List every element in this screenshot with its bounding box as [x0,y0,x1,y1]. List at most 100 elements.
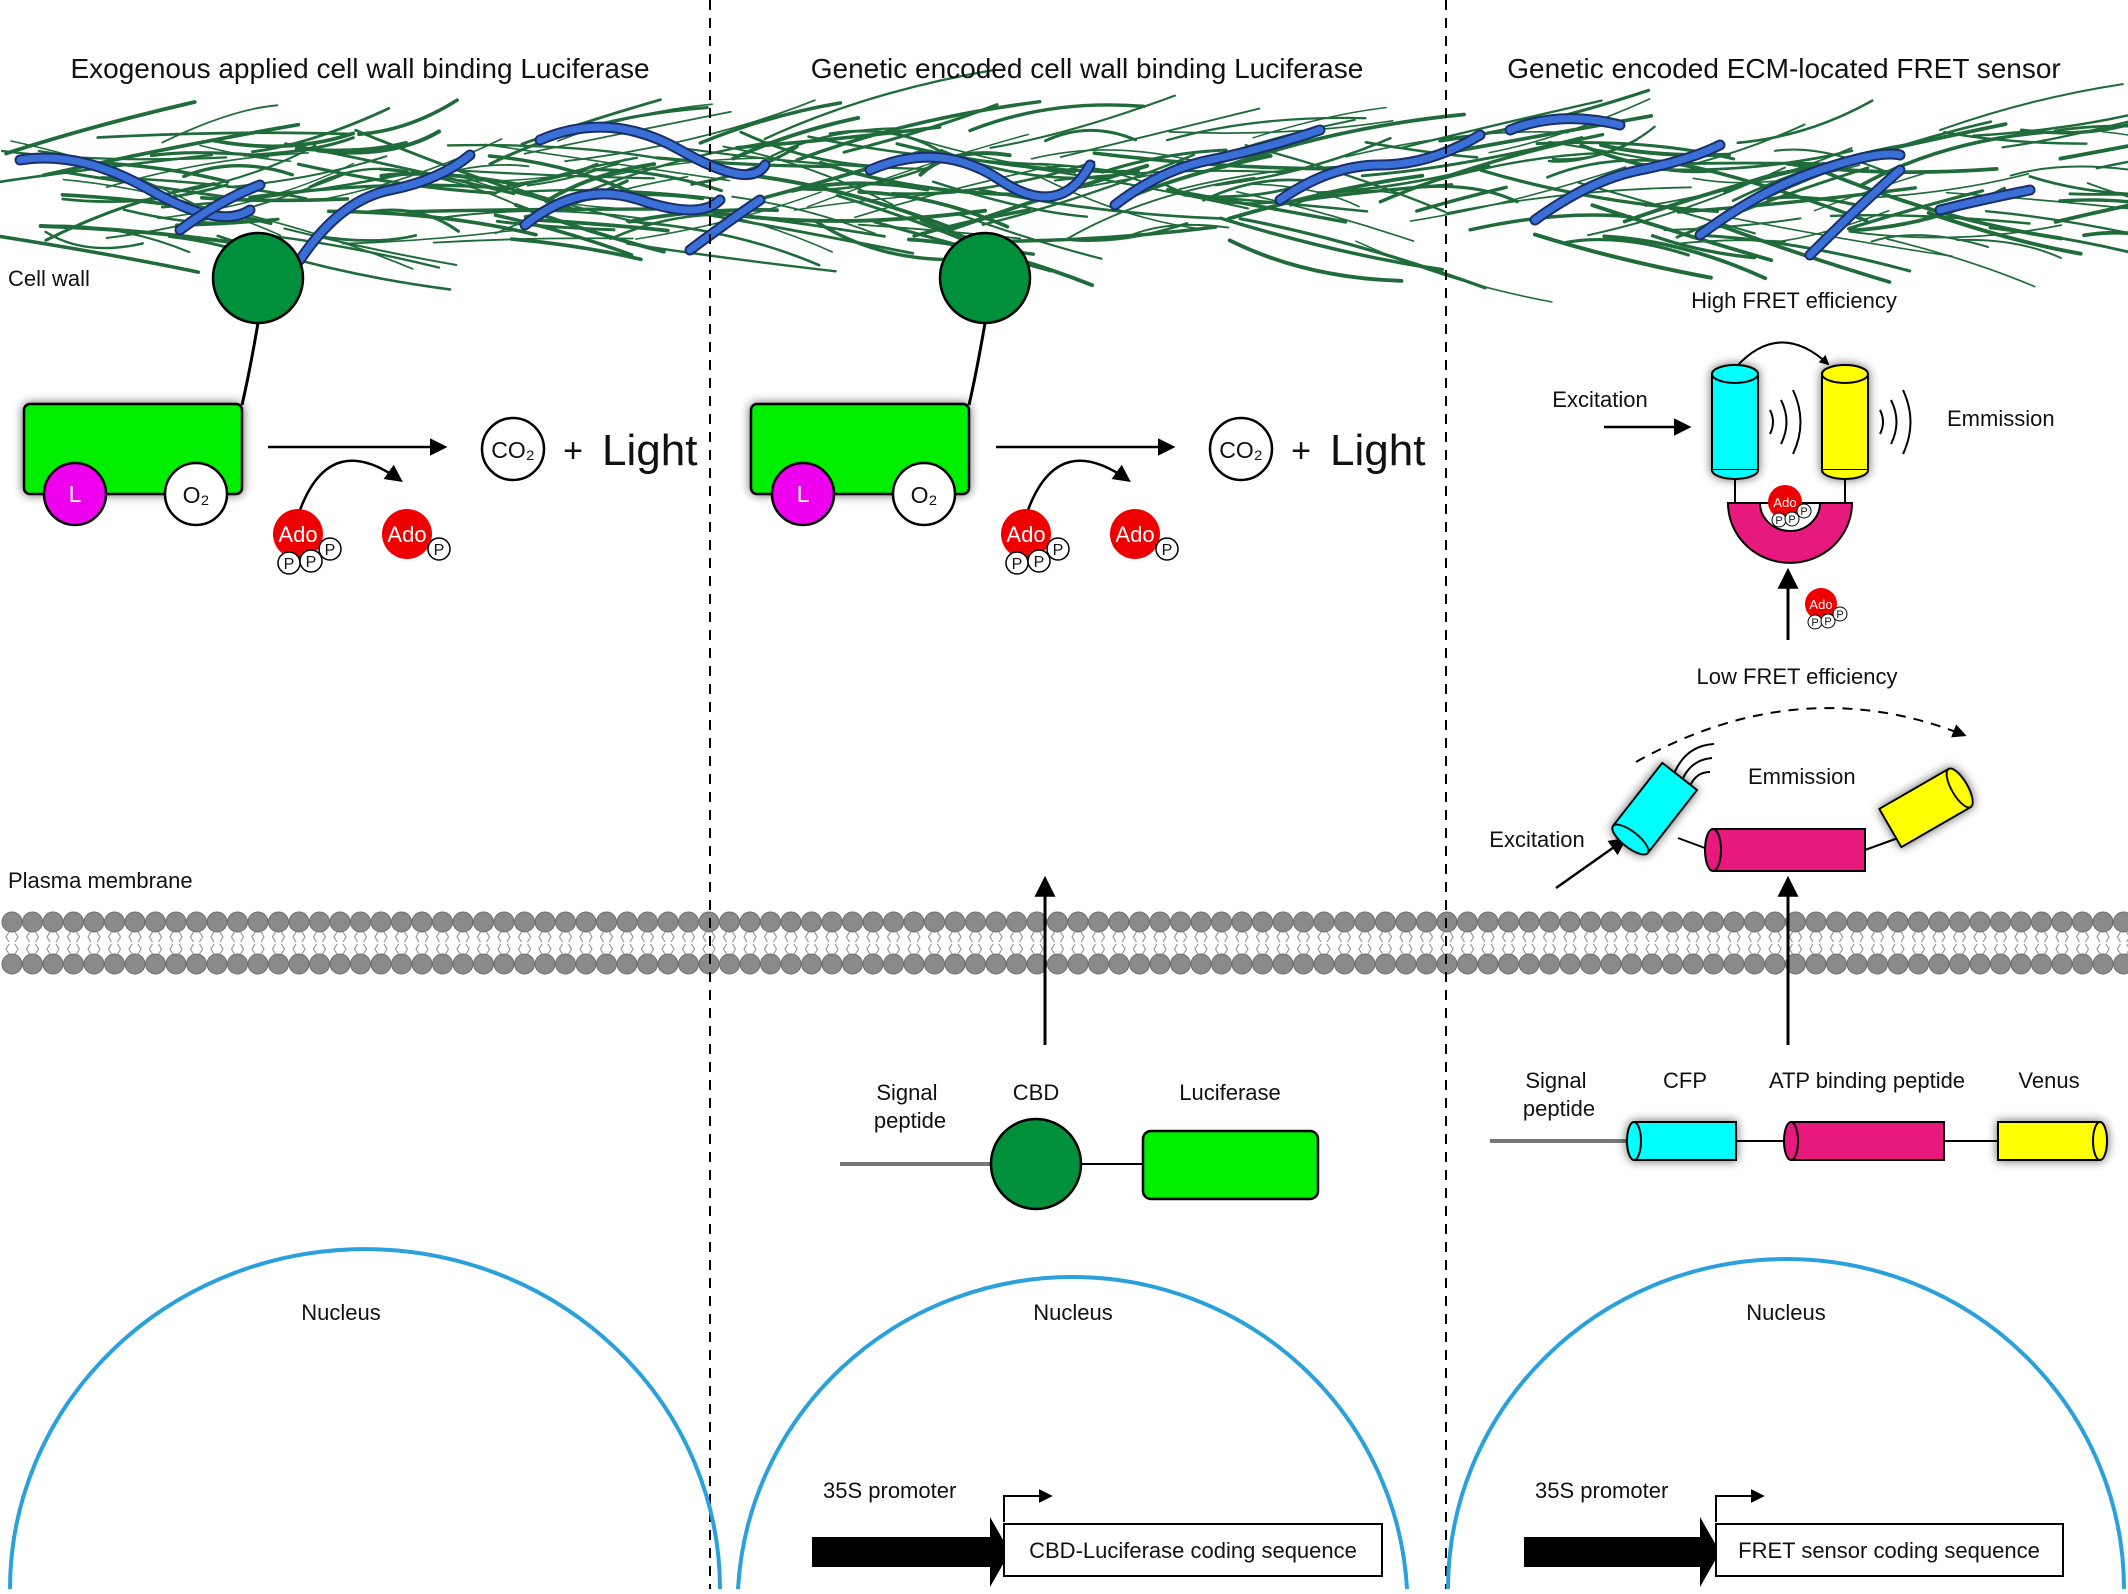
lipid-head [2073,954,2093,974]
lipid-tail [651,944,654,954]
lipid-tail [1564,932,1567,942]
lipid-tail [211,932,214,942]
lipid-tail [211,944,214,954]
lipid-tail [478,944,481,954]
lipid-head [802,954,822,974]
luciferase-label: Luciferase [1179,1080,1281,1105]
lipid-tail [1266,944,1269,954]
lipid-tail [1122,944,1125,954]
nucleus-label-left: Nucleus [301,1300,380,1325]
venus-domain-construct [1998,1122,2107,1160]
lipid-tail [917,932,920,942]
excitation-label-low: Excitation [1489,827,1584,852]
lipid-tail [1819,944,1822,954]
lipid-head [1273,912,1293,932]
lipid-tail [589,944,592,954]
emission-waves-right [1880,390,1911,454]
lipid-tail [1790,932,1793,942]
lipid-tail [375,932,378,942]
lipid-tail [2097,944,2100,954]
lipid-tail [703,944,706,954]
lipid-tail [2106,932,2109,942]
lipid-tail [548,944,551,954]
lipid-tail [1409,932,1412,942]
lipid-head [433,954,453,974]
lipid-tail [642,944,645,954]
lipid-tail [1318,944,1321,954]
lipid-tail [1922,932,1925,942]
lipid-head [1683,912,1703,932]
lipid-tail [1881,944,1884,954]
lipid-tail [437,932,440,942]
lipid-tail [794,944,797,954]
lipid-head [761,954,781,974]
lipid-head [248,954,268,974]
lipid-tail [1626,932,1629,942]
lipid-head [925,912,945,932]
lipid-head [1704,954,1724,974]
lipid-head [1417,912,1437,932]
luciferin-label-left: L [69,481,82,507]
lipid-tail [1061,944,1064,954]
right-gene: 35S promoter FRET sensor coding sequence [1524,1478,2063,1587]
lipid-tail [999,932,1002,942]
lipid-tail [867,944,870,954]
lipid-head [1745,954,1765,974]
lipid-tail [826,932,829,942]
svg-text:Ado: Ado [1773,495,1796,510]
lipid-tail [1225,944,1228,954]
lipid-tail [1995,932,1998,942]
lipid-tail [88,932,91,942]
lipid-tail [273,932,276,942]
linker-left [242,323,258,405]
lipid-head [1396,954,1416,974]
lipid-tail [1799,944,1802,954]
lipid-tail [1676,932,1679,942]
lipid-head [1888,954,1908,974]
lipid-tail [97,932,100,942]
lipid-tail [1359,932,1362,942]
lipid-head [1560,954,1580,974]
lipid-tail [2045,932,2048,942]
lipid-head [1212,954,1232,974]
lipid-tail [1143,932,1146,942]
lipid-tail [1544,932,1547,942]
lipid-head [576,954,596,974]
lipid-head [556,954,576,974]
lipid-tail [1614,932,1617,942]
lipid-head [1991,912,2011,932]
lipid-tail [27,932,30,942]
lipid-tail [1093,944,1096,954]
lipid-head [1991,954,2011,974]
lipid-head [494,912,514,932]
lipid-head [1253,912,1273,932]
lipid-tail [1532,932,1535,942]
lipid-tail [1913,944,1916,954]
lipid-head [843,912,863,932]
lipid-tail [1368,932,1371,942]
lipid-tail [1286,944,1289,954]
lipid-tail [1717,932,1720,942]
lipid-tail [610,944,613,954]
coding-sequence-label-right: FRET sensor coding sequence [1738,1538,2040,1563]
oxygen-label-left: O₂ [183,482,210,508]
light-label-left: Light [602,426,697,475]
lipid-tail [794,932,797,942]
lipid-tail [405,932,408,942]
lipid-tail [1286,932,1289,942]
lipid-tail [1769,932,1772,942]
lipid-tail [1175,944,1178,954]
lipid-tail [826,944,829,954]
lipid-head [2,954,22,974]
lipid-tail [446,944,449,954]
lipid-head [863,912,883,932]
lipid-tail [2118,932,2121,942]
lipid-tail [1851,944,1854,954]
lipid-head [638,912,658,932]
lipid-tail [2036,932,2039,942]
lipid-tail [712,932,715,942]
lipid-tail [938,944,941,954]
lipid-head [248,912,268,932]
lipid-tail [170,932,173,942]
lipid-tail [692,932,695,942]
